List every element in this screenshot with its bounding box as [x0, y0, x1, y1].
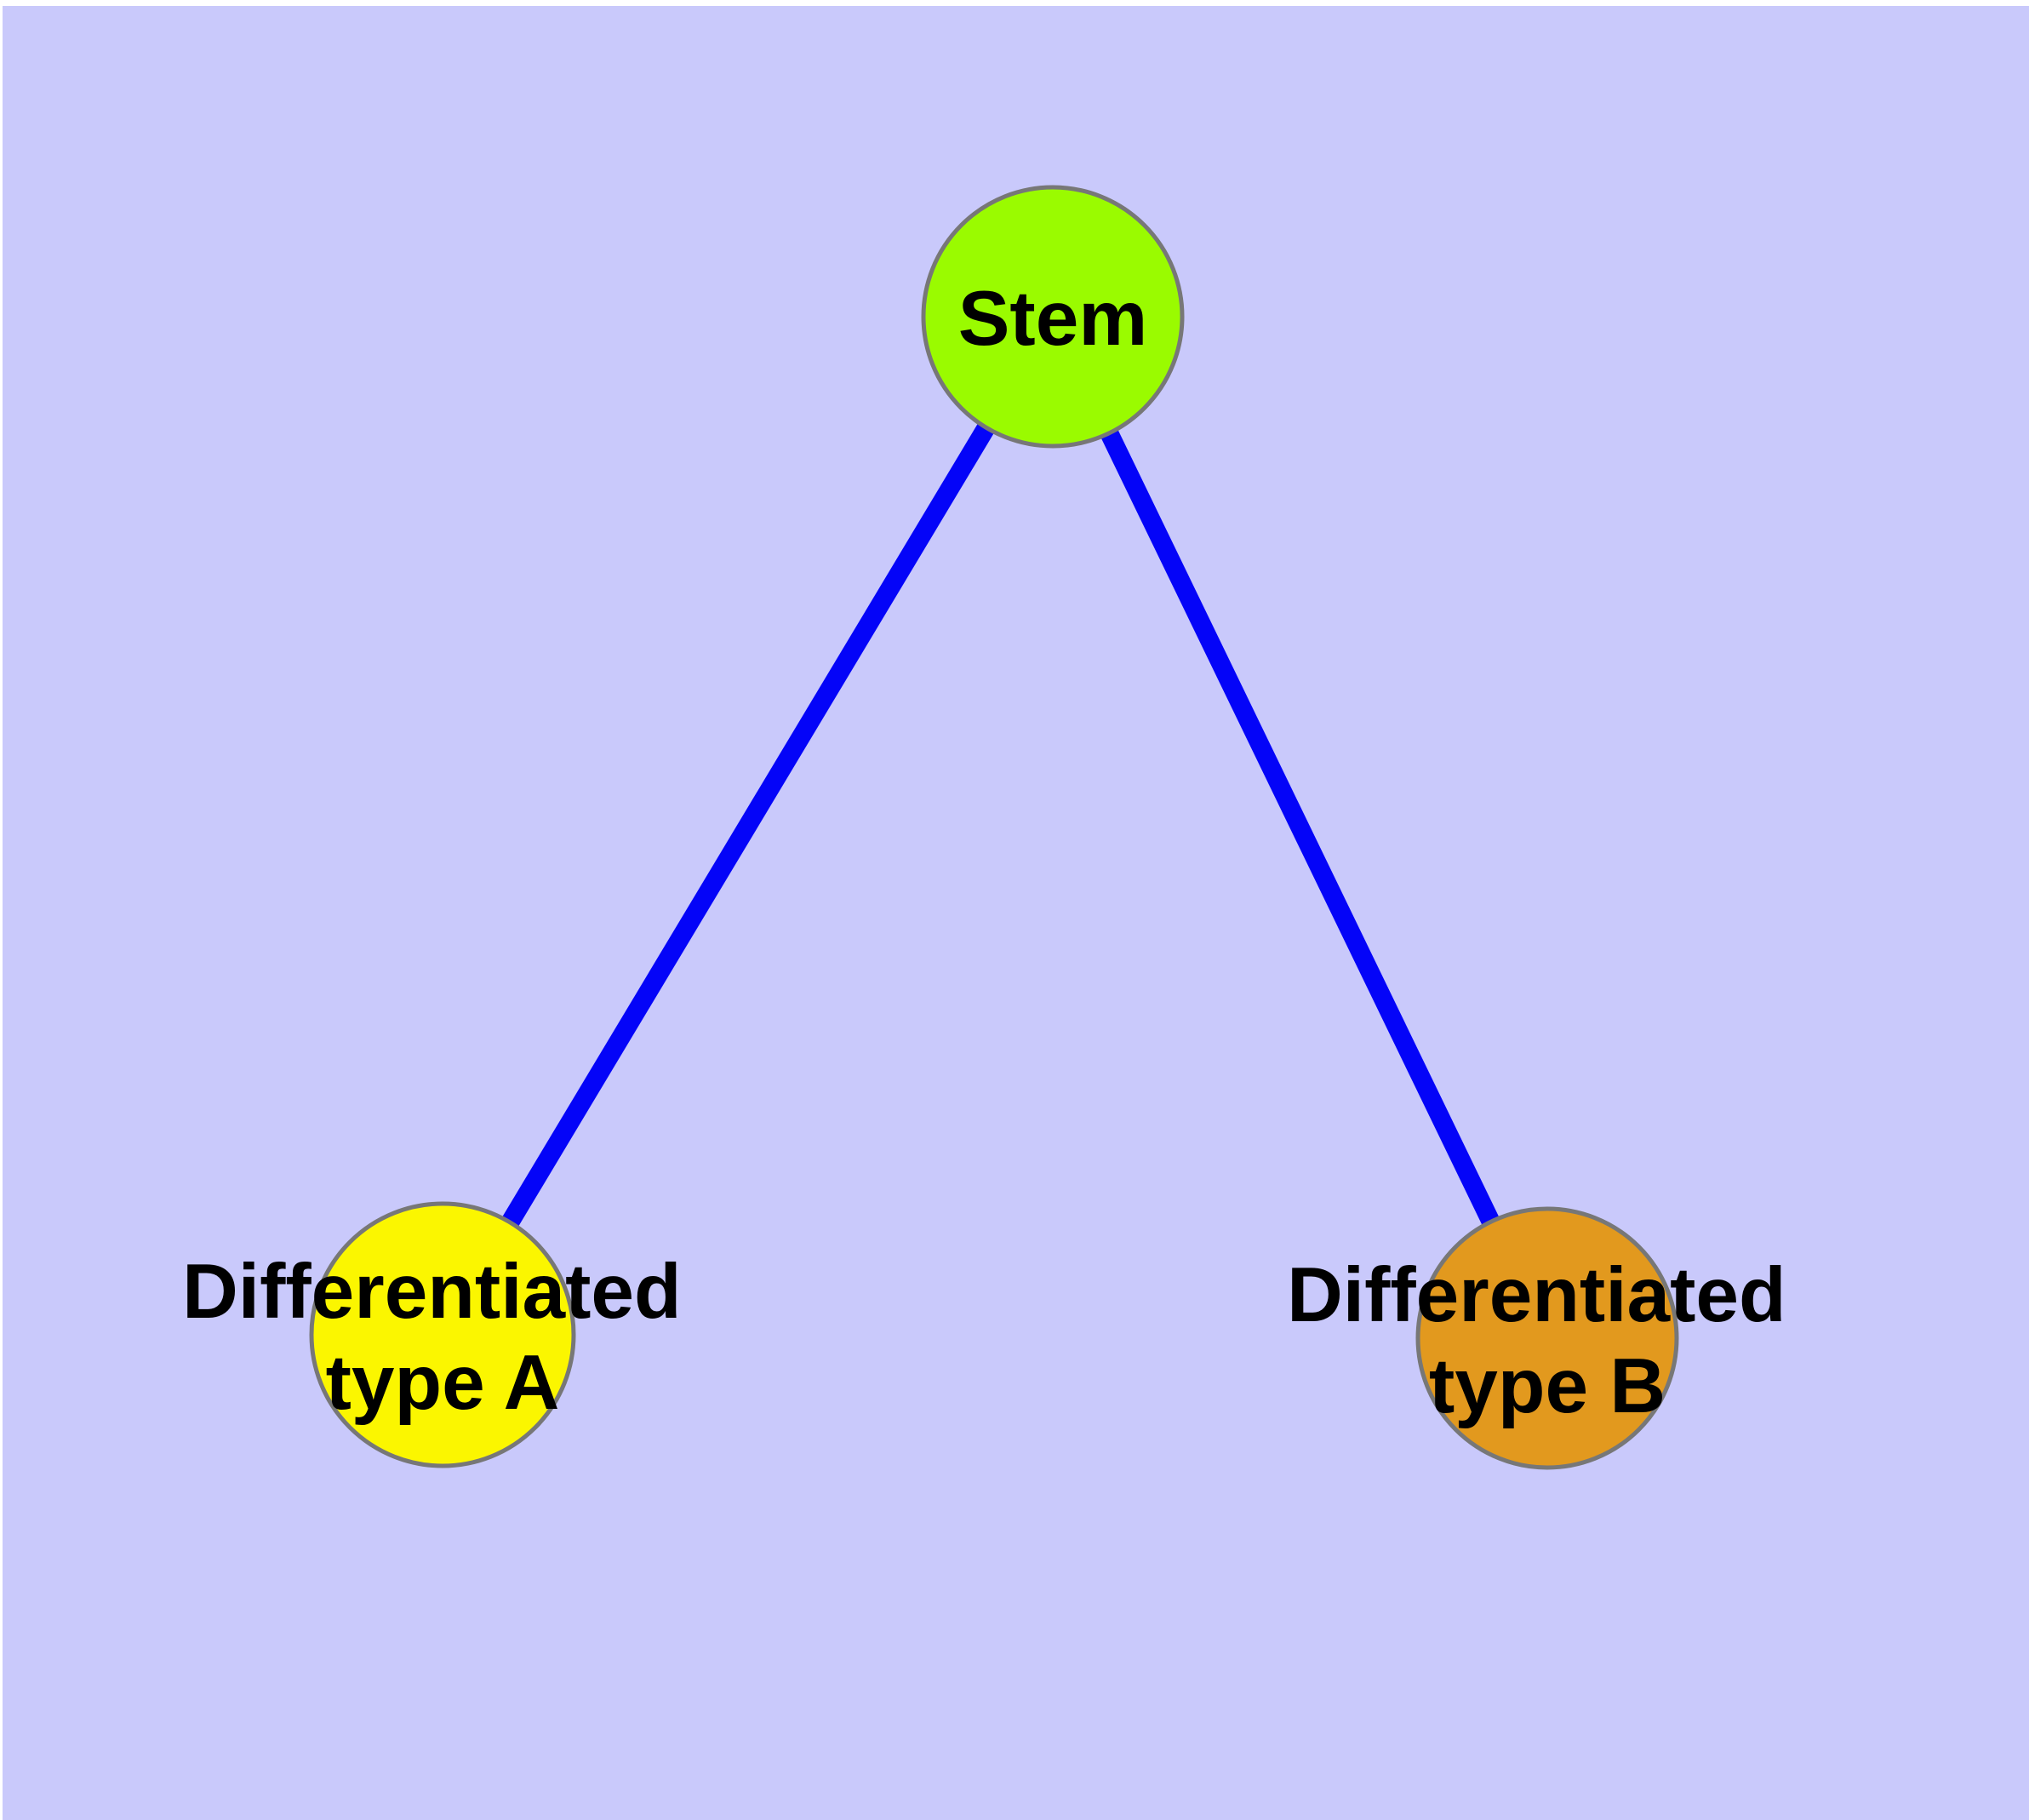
node-differentiated-type-a-label: Differentiated type A: [182, 1249, 703, 1426]
node-differentiated-type-b-circle: [1415, 1206, 1679, 1470]
label-line: type A: [326, 1340, 560, 1426]
edge-stem-to-type-b: [1044, 312, 1556, 1342]
node-differentiated-type-b-label: Differentiated type B: [1287, 1252, 1808, 1429]
node-differentiated-type-a-circle: [309, 1201, 576, 1468]
node-stem-label: Stem: [958, 276, 1148, 362]
label-line: Differentiated: [1287, 1252, 1786, 1338]
label-line: type B: [1429, 1343, 1666, 1429]
label-line: Differentiated: [182, 1249, 682, 1335]
node-stem-circle: [921, 185, 1185, 449]
edge-stem-to-type-a: [434, 312, 1061, 1340]
